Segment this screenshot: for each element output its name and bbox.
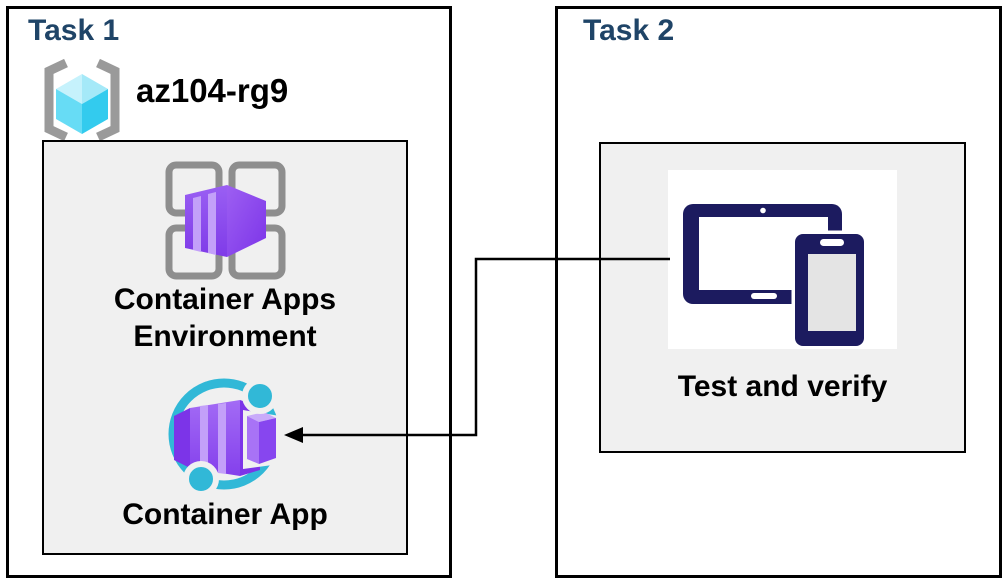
test-and-verify-label: Test and verify	[677, 370, 888, 403]
container-app-icon	[168, 378, 280, 497]
tablet-and-phone-icon	[683, 204, 868, 349]
device-icon-panel	[668, 170, 897, 349]
task2-title: Task 2	[583, 14, 675, 47]
container-app-label: Container App	[122, 498, 328, 531]
environment-label-line1: Container Apps	[113, 283, 337, 316]
task1-title: Task 1	[28, 14, 120, 47]
environment-label-line2: Environment	[133, 320, 317, 353]
container-apps-environment-label: Container Apps Environment	[42, 281, 408, 355]
resource-group-icon	[44, 58, 120, 142]
resource-group-name: az104-rg9	[136, 72, 289, 109]
container-apps-environment-icon	[165, 161, 286, 280]
